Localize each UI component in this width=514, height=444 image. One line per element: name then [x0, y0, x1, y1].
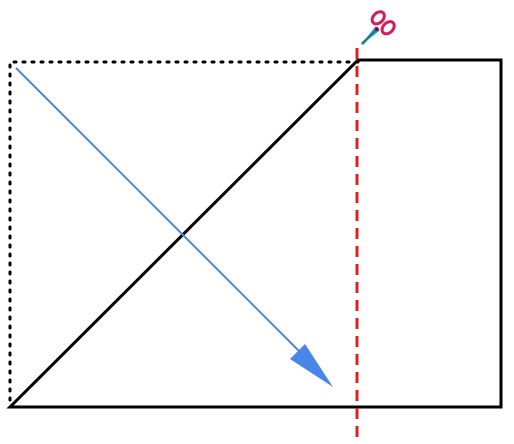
original-paper-dotted-outline	[8, 60, 360, 409]
arrow-icon	[290, 344, 333, 387]
folded-paper-shape	[6, 58, 503, 409]
fold-arrow-shaft	[15, 67, 313, 365]
fold-direction-arrow	[15, 67, 333, 387]
scissors-icon	[360, 10, 396, 46]
